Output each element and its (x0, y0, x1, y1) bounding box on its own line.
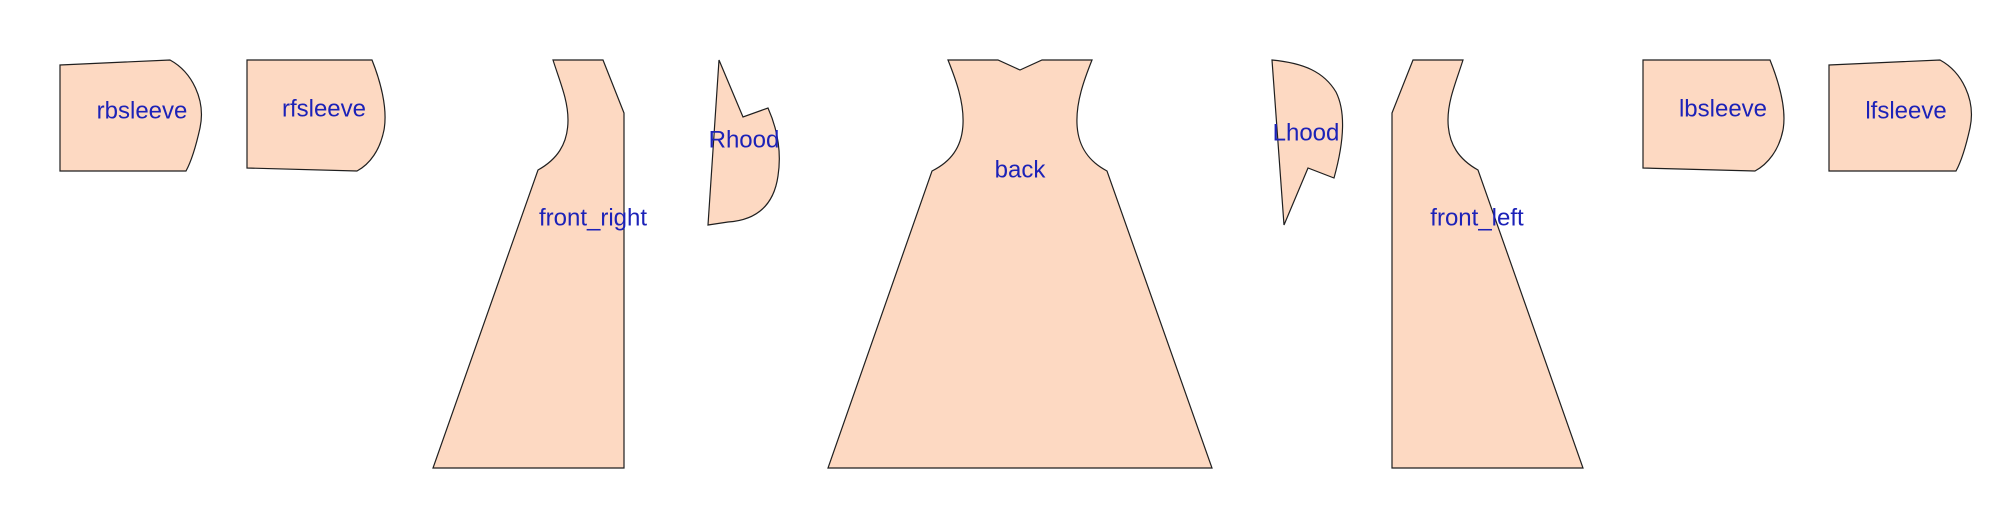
piece-lfsleeve: lfsleeve (1828, 59, 1972, 172)
piece-lhood: Lhood (1271, 59, 1344, 226)
back-shape (827, 59, 1213, 469)
lfsleeve-label: lfsleeve (1865, 97, 1946, 124)
rfsleeve-shape (246, 59, 386, 172)
lbsleeve-label: lbsleeve (1679, 95, 1767, 122)
piece-front-left: front_left (1391, 59, 1584, 469)
front-right-label: front_right (539, 204, 647, 231)
back-label: back (995, 156, 1047, 183)
piece-rhood: Rhood (707, 59, 780, 226)
lhood-shape (1271, 59, 1344, 226)
lhood-label: Lhood (1273, 119, 1340, 146)
piece-front-right: front_right (432, 59, 647, 469)
piece-back: back (827, 59, 1213, 469)
rhood-label: Rhood (709, 126, 780, 153)
lbsleeve-shape (1642, 59, 1785, 172)
lfsleeve-shape (1828, 59, 1972, 172)
rbsleeve-label: rbsleeve (97, 97, 188, 124)
piece-rfsleeve: rfsleeve (246, 59, 386, 172)
piece-rbsleeve: rbsleeve (59, 59, 202, 172)
front-left-label: front_left (1430, 204, 1524, 231)
front-right-shape (432, 59, 625, 469)
rbsleeve-shape (59, 59, 202, 172)
rfsleeve-label: rfsleeve (282, 95, 366, 122)
rhood-shape (707, 59, 780, 226)
piece-lbsleeve: lbsleeve (1642, 59, 1785, 172)
front-left-shape (1391, 59, 1584, 469)
